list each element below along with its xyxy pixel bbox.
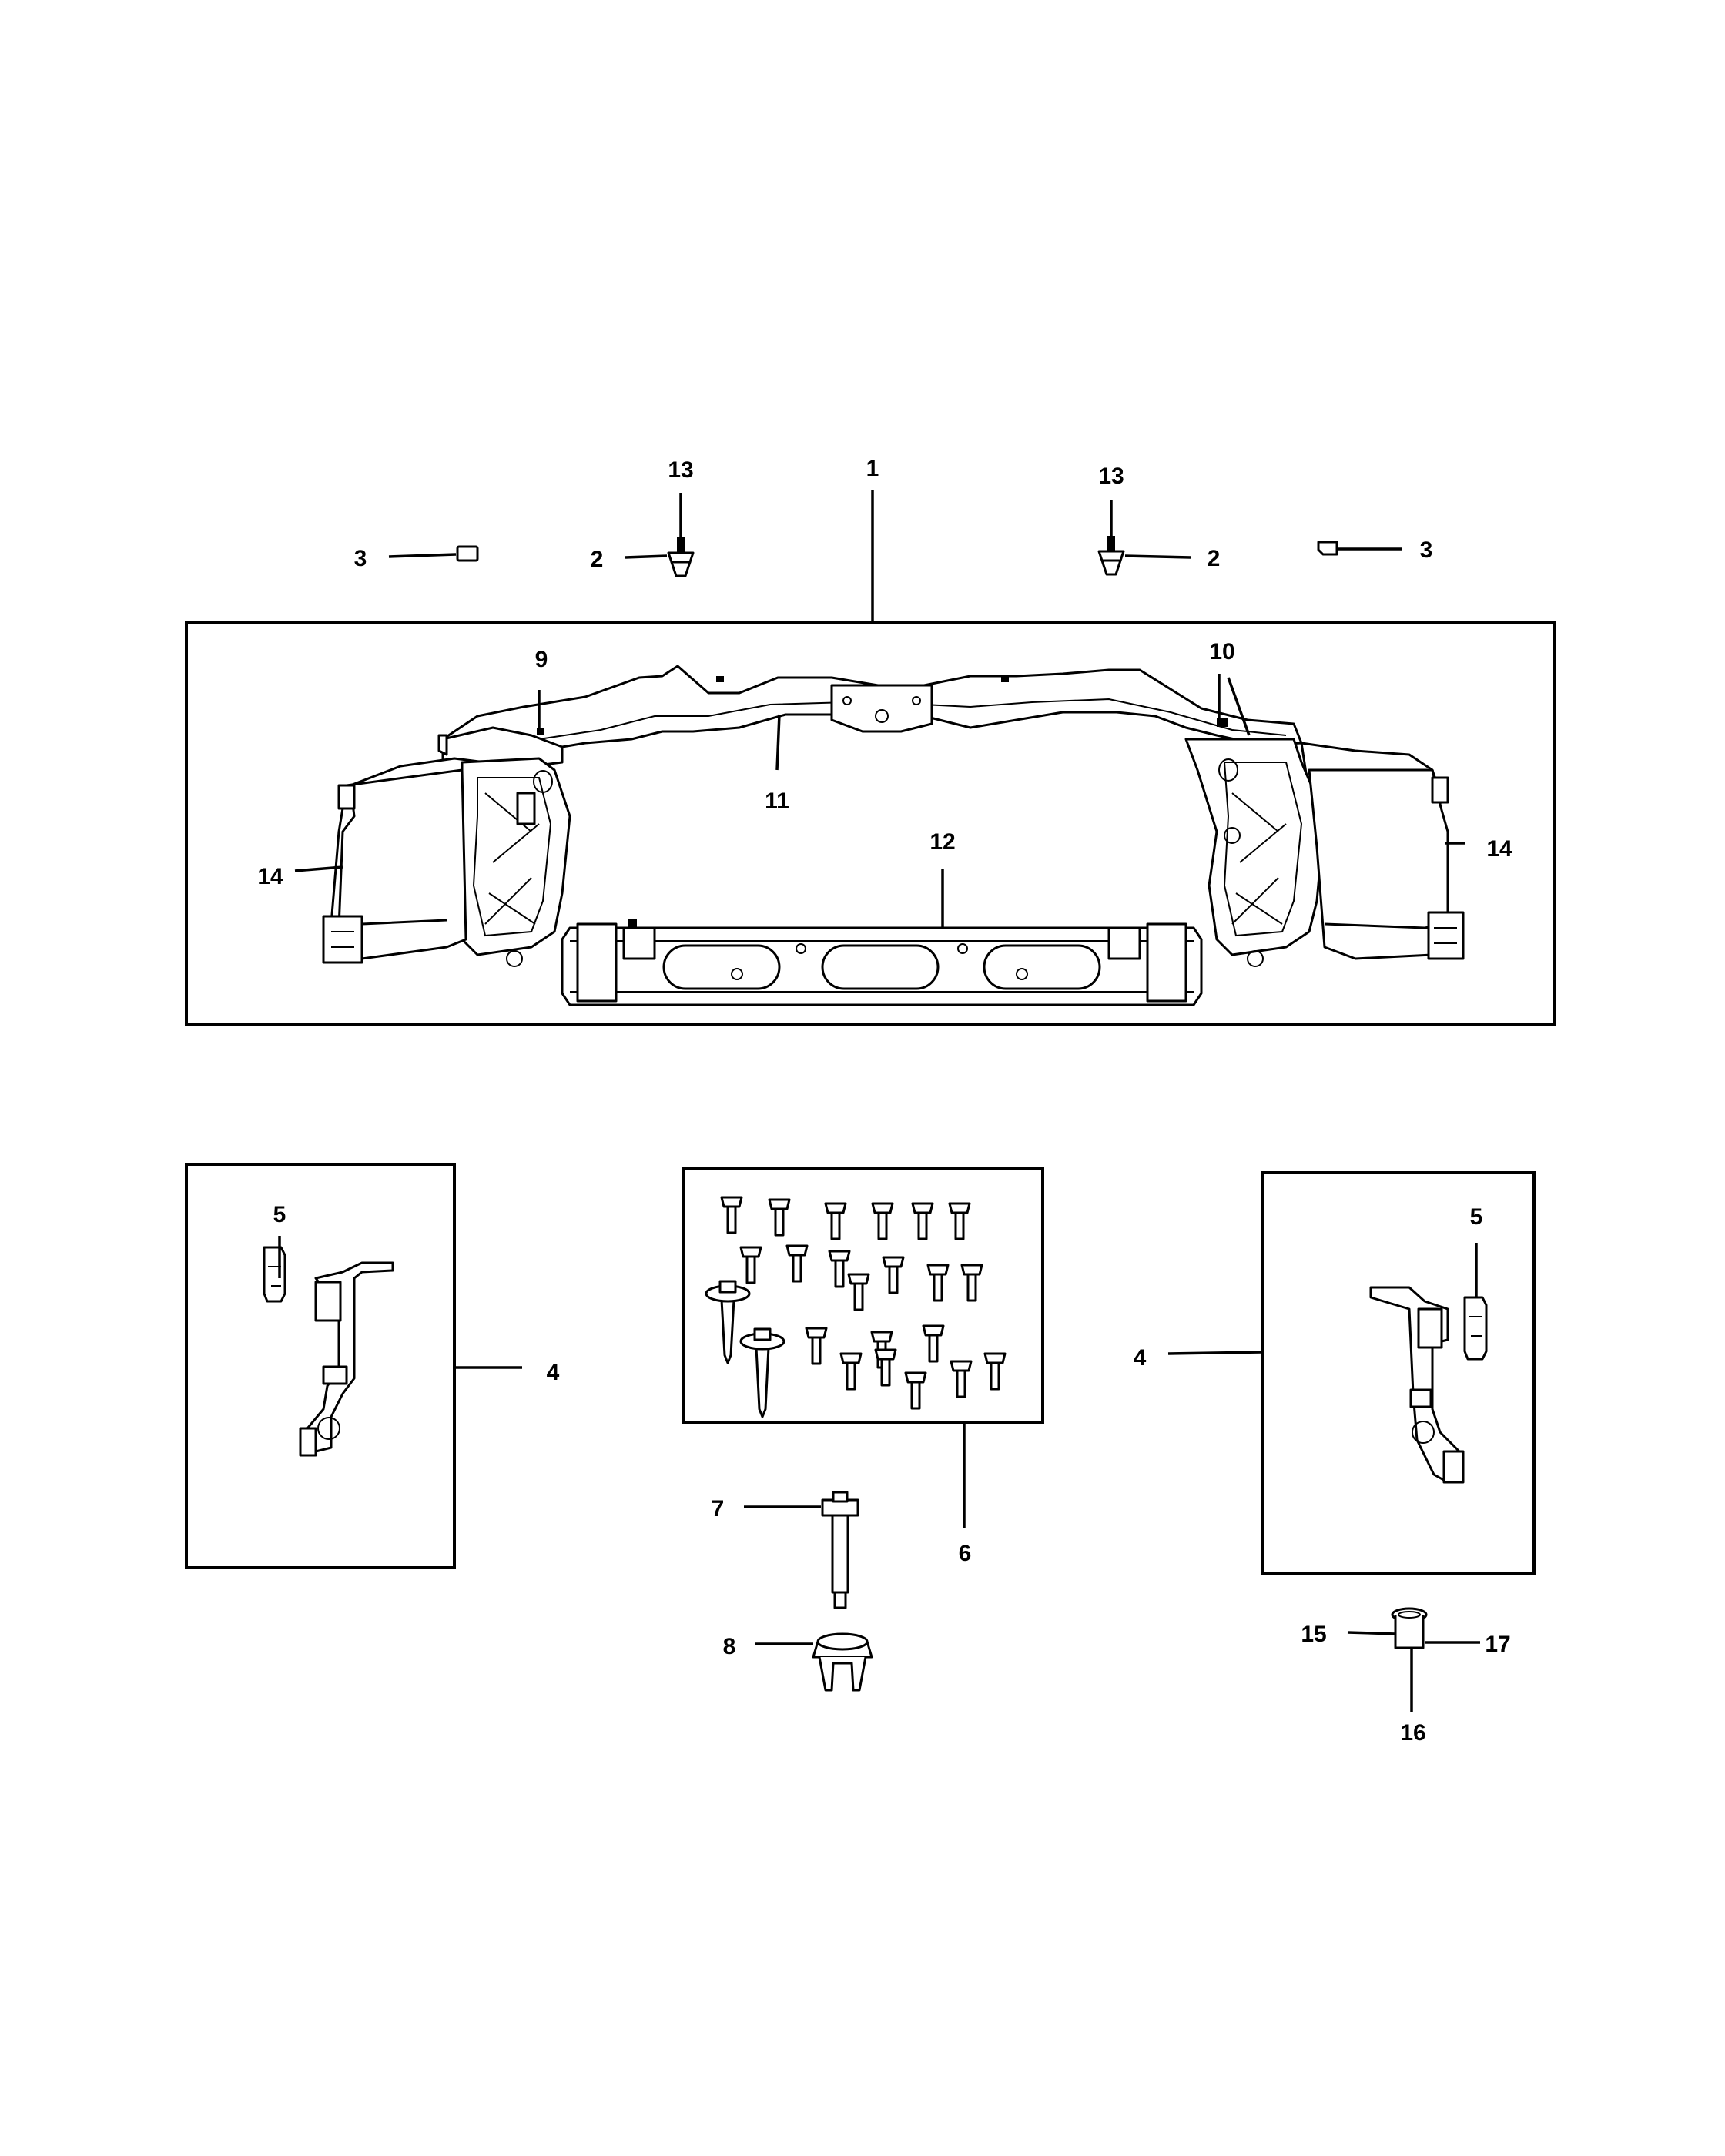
- callout-2-left: 2: [591, 547, 604, 572]
- small-bolt: [805, 1327, 828, 1365]
- small-bolt: [983, 1352, 1007, 1391]
- clip-part-3-right: [1317, 541, 1338, 556]
- bracket-box-right: [1261, 1171, 1536, 1575]
- small-bolt: [871, 1202, 894, 1240]
- callout-5-left: 5: [273, 1202, 286, 1227]
- small-bolt: [882, 1256, 905, 1294]
- callout-7: 7: [712, 1496, 725, 1522]
- push-pin-part-2-left: [667, 537, 695, 578]
- cage-nut-part-8: [812, 1632, 873, 1692]
- callout-10: 10: [1209, 639, 1234, 665]
- callout-13-left: 13: [668, 457, 693, 483]
- callout-numbers: 1 13 13 3 2 2 3 9 10 11 12 14 14 5 4 4 5…: [257, 456, 1512, 1746]
- callout-6: 6: [959, 1541, 972, 1566]
- small-bolt: [785, 1244, 809, 1283]
- callout-16: 16: [1400, 1720, 1425, 1746]
- bracket-box-left: [185, 1163, 456, 1569]
- small-fasteners-top: [456, 536, 1338, 578]
- small-bolt: [904, 1371, 927, 1410]
- long-flange-bolt: [705, 1280, 751, 1364]
- small-bolt: [828, 1250, 851, 1288]
- bolt-kit-box: [682, 1167, 1044, 1424]
- clip-part-3-left: [456, 545, 479, 562]
- callout-14-left: 14: [257, 864, 283, 889]
- callout-9: 9: [535, 647, 548, 672]
- callout-14-right: 14: [1486, 836, 1512, 862]
- small-bolt: [911, 1202, 934, 1240]
- grommet-part-15-16-17: [1391, 1607, 1428, 1649]
- radiator-support-box: [185, 621, 1556, 1026]
- callout-13-right: 13: [1098, 464, 1124, 489]
- radiator-support-assembly: [322, 665, 1465, 1006]
- small-bolt: [948, 1202, 971, 1240]
- small-bolt: [847, 1273, 870, 1311]
- small-bolt: [950, 1360, 973, 1398]
- small-bolt: [839, 1352, 862, 1391]
- headlamp-bracket-right: [1369, 1286, 1488, 1484]
- long-flange-bolt: [739, 1327, 785, 1418]
- small-bolt: [824, 1202, 847, 1240]
- callout-3-right: 3: [1420, 537, 1433, 563]
- bolt-kit: [705, 1196, 1007, 1418]
- callout-17: 17: [1485, 1632, 1510, 1657]
- small-bolt: [922, 1324, 945, 1363]
- small-bolt: [960, 1264, 983, 1302]
- callout-4-left: 4: [547, 1360, 560, 1385]
- small-bolt: [926, 1264, 950, 1302]
- callout-4-right: 4: [1134, 1345, 1147, 1371]
- callout-2-right: 2: [1208, 546, 1221, 571]
- bolt-part-7: [821, 1491, 859, 1609]
- callout-5-right: 5: [1470, 1204, 1483, 1230]
- small-bolt: [768, 1198, 791, 1237]
- headlamp-bracket-left: [263, 1246, 394, 1457]
- callout-8: 8: [723, 1634, 736, 1659]
- push-pin-part-2-right: [1097, 536, 1125, 576]
- small-bolt: [739, 1246, 762, 1284]
- small-bolt: [874, 1348, 897, 1387]
- callout-1: 1: [866, 456, 879, 481]
- callout-12: 12: [929, 829, 955, 855]
- callout-11: 11: [765, 788, 789, 814]
- callout-3-left: 3: [354, 546, 367, 571]
- callout-15: 15: [1301, 1622, 1326, 1647]
- small-bolt: [720, 1196, 743, 1234]
